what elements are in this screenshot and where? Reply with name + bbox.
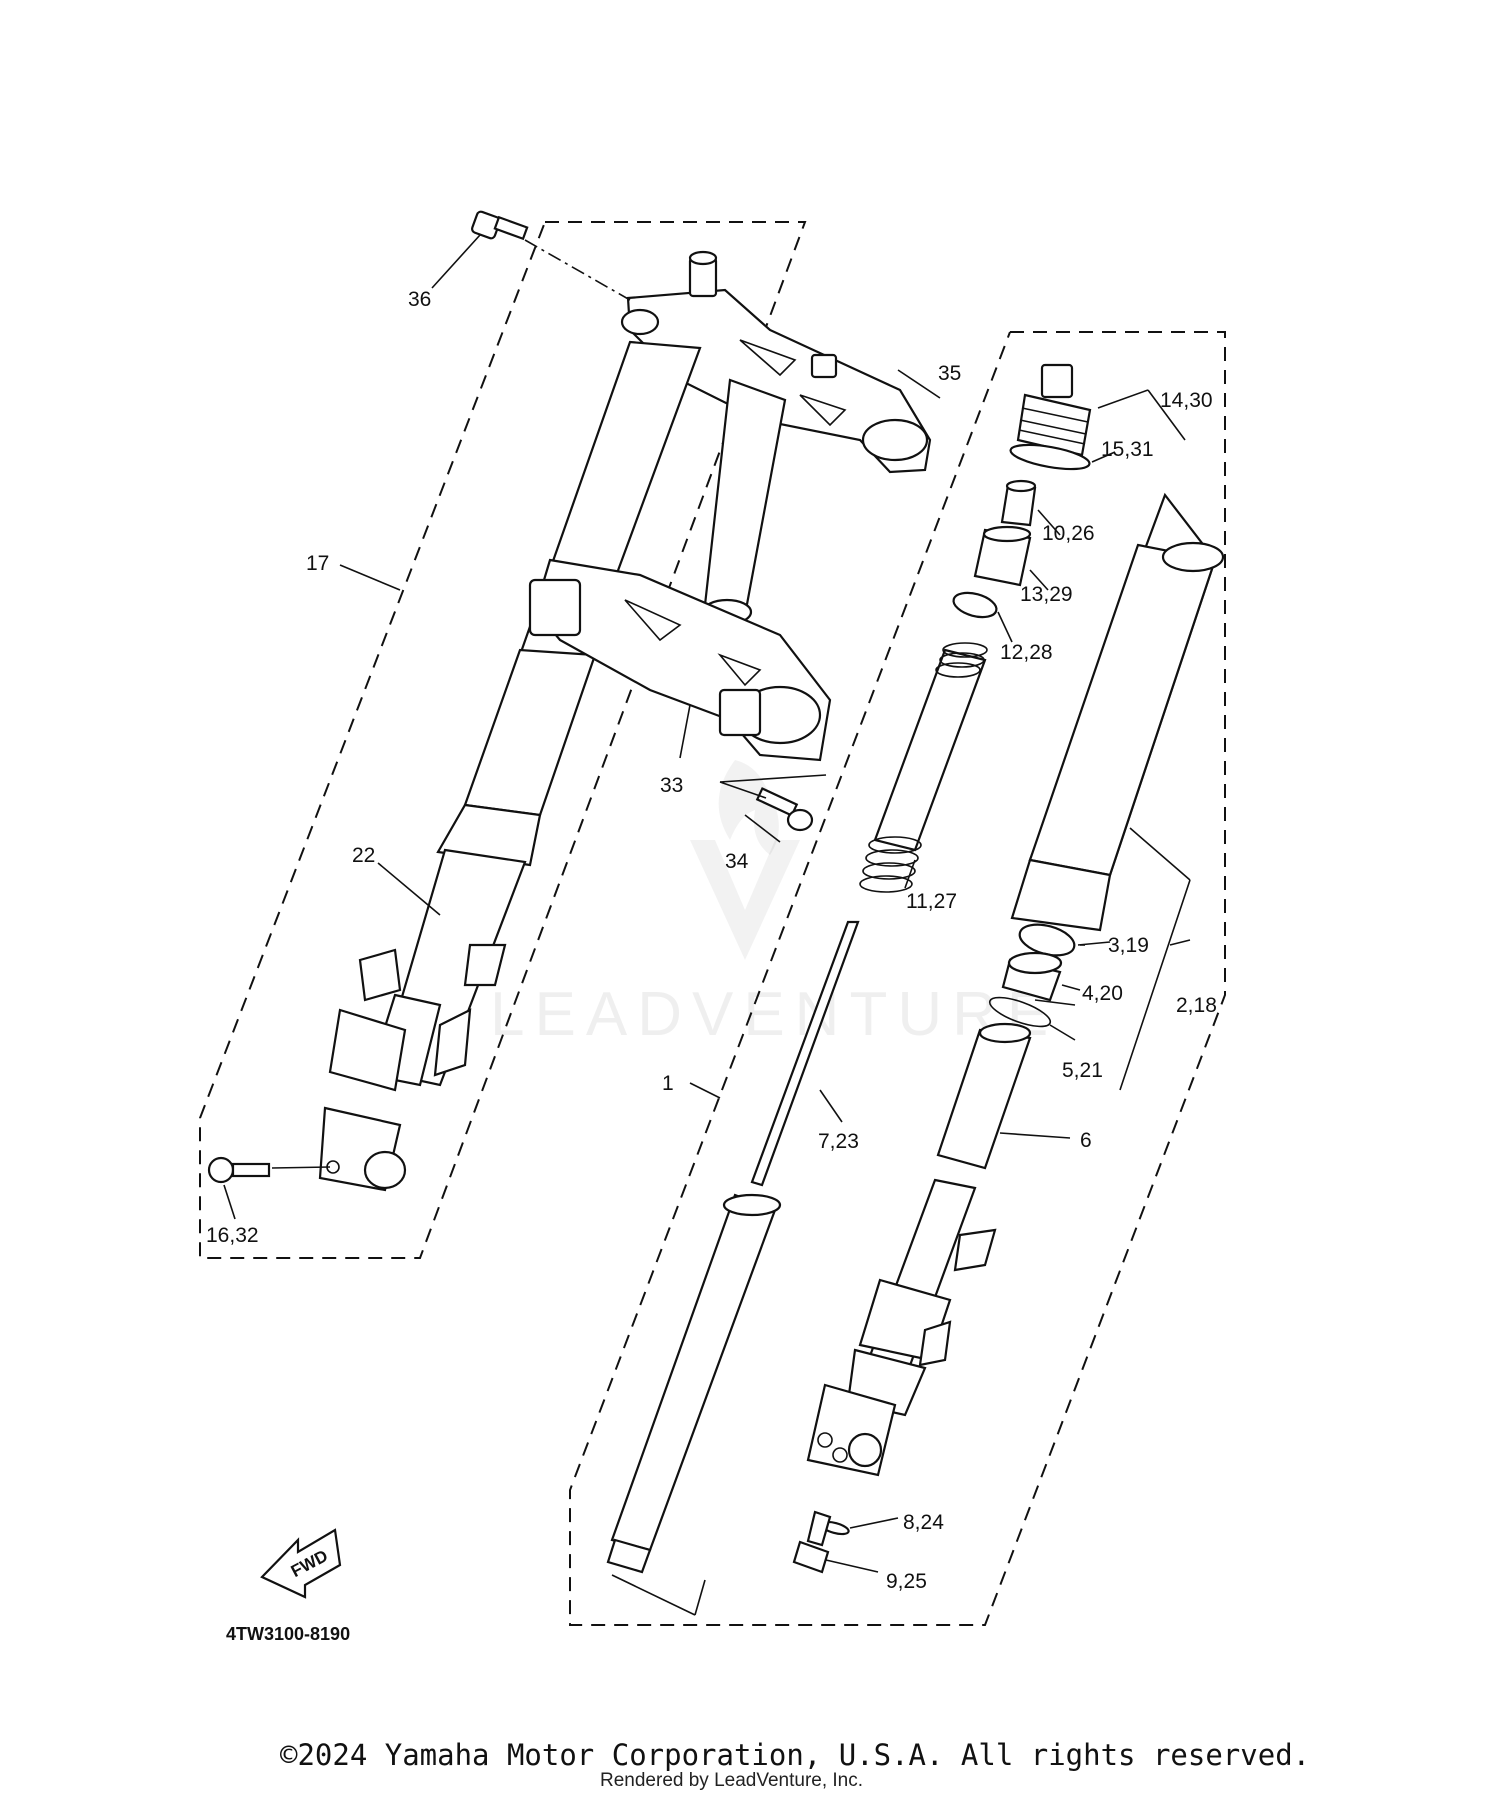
o-ring (1009, 443, 1091, 471)
callout-7-23: 7,23 (818, 1130, 859, 1153)
callout-36: 36 (408, 288, 431, 311)
callout-12-28: 12,28 (1000, 641, 1053, 664)
upper-triple-clamp (620, 250, 932, 474)
callout-8-24: 8,24 (903, 1511, 944, 1534)
callout-labels: 36 35 17 33 34 22 16,32 14,30 15,31 10,2… (206, 288, 1217, 1644)
bolt-16-32 (207, 1156, 271, 1184)
callout-9-25: 9,25 (886, 1570, 927, 1593)
callout-16-32: 16,32 (206, 1224, 259, 1247)
callout-13-29: 13,29 (1020, 583, 1073, 606)
watermark-text: LEADVENTURE (490, 980, 1058, 1049)
spacer (973, 525, 1032, 587)
callout-17: 17 (306, 552, 329, 575)
spring-seat (952, 591, 998, 619)
drain-bolt (792, 1510, 832, 1574)
callout-22: 22 (352, 844, 375, 867)
callout-11-27: 11,27 (906, 890, 957, 913)
callout-4-20: 4,20 (1082, 982, 1123, 1005)
callout-6: 6 (1080, 1129, 1092, 1152)
right-lower-leg (806, 1178, 997, 1477)
leader-lines-right (611, 389, 1191, 1616)
fwd-arrow-icon: FWD (260, 1528, 342, 1599)
dust-seal (1001, 951, 1063, 1002)
steering-stem (701, 378, 787, 626)
lower-triple-clamp (528, 558, 832, 762)
callout-10-26: 10,26 (1042, 522, 1095, 545)
right-outer-tube (1010, 492, 1225, 932)
callout-5-21: 5,21 (1062, 1059, 1103, 1082)
left-fork-tube (318, 340, 702, 1192)
damper-rod (606, 920, 860, 1574)
callout-3-19: 3,19 (1108, 934, 1149, 957)
fork-spring (859, 642, 988, 893)
callout-2-18: 2,18 (1176, 994, 1217, 1017)
bolt-34 (755, 787, 814, 832)
copyright-notice: ©2024 Yamaha Motor Corporation, U.S.A. A… (280, 1738, 1311, 1772)
assembly-17-boundary (199, 221, 807, 1259)
callout-34: 34 (725, 850, 749, 873)
callout-33: 33 (660, 774, 683, 797)
assembly-1-boundary (569, 331, 1226, 1626)
callout-15-31: 15,31 (1101, 438, 1154, 461)
collar (1000, 479, 1037, 527)
diagram-code: 4TW3100-8190 (226, 1624, 350, 1644)
callout-14-30: 14,30 (1160, 389, 1213, 412)
callout-1: 1 (662, 1072, 674, 1095)
fork-cap-bolt (1016, 363, 1092, 457)
retaining-clip (988, 996, 1052, 1028)
watermark: LEADVENTURE (490, 760, 1058, 1049)
inner-tube (936, 1022, 1032, 1170)
bolt-36 (470, 210, 529, 241)
leader-lines-left (223, 234, 941, 1220)
callout-35: 35 (938, 362, 961, 385)
rendered-by-notice: Rendered by LeadVenture, Inc. (600, 1770, 864, 1791)
